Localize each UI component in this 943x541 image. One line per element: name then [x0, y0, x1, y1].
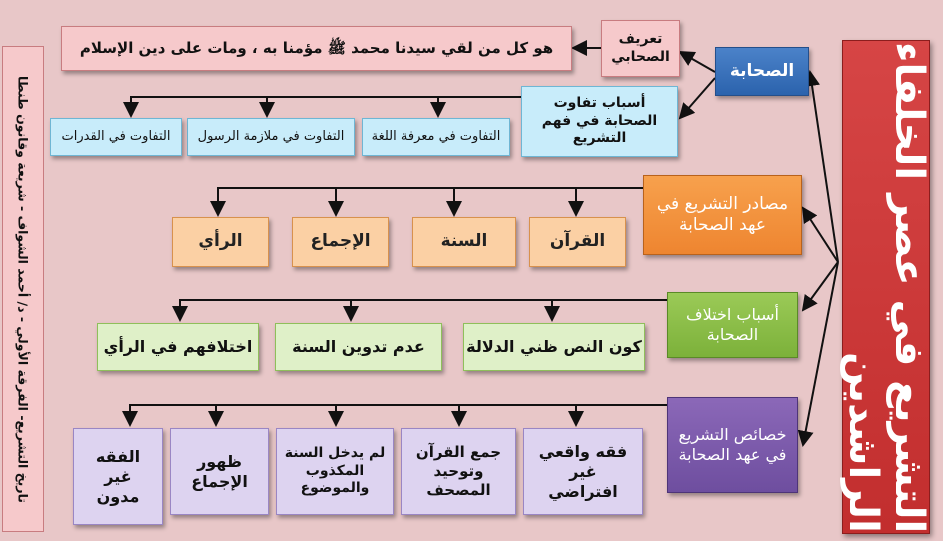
feature-realistic-fiqh: فقه واقعي غير افتراضي	[523, 428, 643, 515]
tree-features	[122, 404, 667, 427]
tree-sources	[210, 187, 643, 217]
arrow-main-to-features	[797, 261, 839, 447]
differences-reasons-box: أسباب تفاوت الصحابة في فهم التشريع	[521, 86, 678, 157]
difference-companionship: التفاوت في ملازمة الرسول	[187, 118, 355, 156]
tree-differences	[123, 96, 521, 118]
feature-fiqh-unrecorded: الفقه غير مدون	[73, 428, 163, 525]
tree-disagreement	[172, 299, 667, 322]
sahabi-definition-text: هو كل من لقي سيدنا محمد ﷺ مؤمنا به ، وما…	[61, 26, 572, 71]
disagreement-sunna-not-recorded: عدم تدوين السنة	[275, 323, 442, 371]
main-title: التشريع في عصر الخلفاء الراشدين	[840, 40, 932, 534]
arrow-main-to-sources	[801, 206, 839, 263]
feature-sunna-protected: لم يدخل السنة المكذوب والموضوع	[276, 428, 394, 515]
features-box: خصائص التشريع في عهد الصحابة	[667, 397, 798, 493]
arrow-main-to-sahaba	[804, 70, 839, 263]
sahabi-definition-label: تعريف الصحابي	[601, 20, 680, 77]
feature-ijma-appearance: ظهور الإجماع	[170, 428, 269, 515]
arrow-sahaba-to-definition	[678, 51, 716, 73]
sahaba-box: الصحابة	[715, 47, 809, 96]
source-ray: الرأي	[172, 217, 269, 267]
disagreement-box: أسباب اختلاف الصحابة	[667, 292, 798, 358]
arrow-main-to-disagreement	[801, 261, 839, 312]
side-caption: تاريخ التشريع- الفرقة الأولي - د/ أحمد ا…	[2, 46, 44, 532]
source-quran: القرآن	[529, 217, 626, 267]
feature-quran-compilation: جمع القرآن وتوحيد المصحف	[401, 428, 516, 515]
sources-box: مصادر التشريع في عهد الصحابة	[643, 175, 802, 255]
source-ijma: الإجماع	[292, 217, 389, 267]
source-sunna: السنة	[412, 217, 516, 267]
disagreement-opinion: اختلافهم في الرأي	[97, 323, 259, 371]
difference-abilities: التفاوت في القدرات	[50, 118, 182, 156]
difference-language: التفاوت في معرفة اللغة	[362, 118, 510, 156]
disagreement-speculative-text: كون النص ظني الدلالة	[463, 323, 645, 371]
arrow-sahaba-to-differences	[678, 77, 716, 120]
